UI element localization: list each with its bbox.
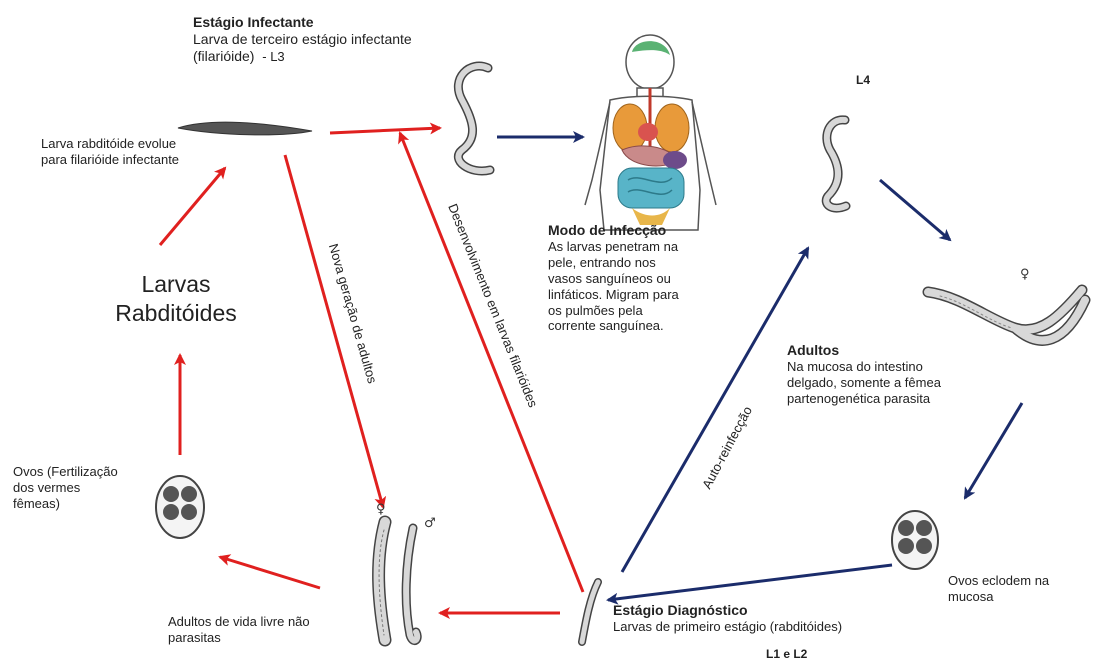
- rhabditoid-evolves-label: Larva rabditóide evolue para filarióide …: [41, 136, 179, 168]
- eggs-fertilization-line: dos vermes: [13, 480, 118, 496]
- diagnostic-stage-line1: Larvas de primeiro estágio (rabditóides): [613, 619, 842, 635]
- rhabditoid-larva-worm: [178, 122, 312, 135]
- arrow-rhabditoid-to-evolving: [160, 168, 225, 245]
- free-living-line2: parasitas: [168, 630, 310, 646]
- infection-mode-line: corrente sanguínea.: [548, 318, 679, 334]
- eggs-fertilization-line: fêmeas): [13, 496, 118, 512]
- eggs-hatch-line1: Ovos eclodem na: [948, 573, 1049, 589]
- adults-title: Adultos: [787, 342, 941, 359]
- arrow-free-living-to-eggs: [220, 557, 320, 588]
- eggs-hatch-label: Ovos eclodem na mucosa: [948, 573, 1049, 605]
- adults-line: delgado, somente a fêmea: [787, 375, 941, 391]
- egg-left: [156, 476, 204, 538]
- free-living-male-symbol: ♂: [424, 516, 436, 531]
- infection-mode-line: linfáticos. Migram para: [548, 287, 679, 303]
- larva-l4-worm: [826, 120, 846, 208]
- infective-stage-line1: Larva de terceiro estágio infectante: [193, 31, 412, 48]
- free-living-female-worm: [379, 522, 385, 640]
- rhabditoid-larvae-label: Larvas Rabditóides: [96, 270, 256, 328]
- adults-line: partenogenética parasita: [787, 391, 941, 407]
- arrow-eggs-to-diagnostic: [608, 565, 892, 600]
- diagnostic-larva-worm: [582, 582, 598, 642]
- arrow-rhabditoid-to-infective: [330, 128, 440, 133]
- free-living-line1: Adultos de vida livre não: [168, 614, 310, 630]
- rhabditoid-larvae-line2: Rabditóides: [96, 299, 256, 328]
- diagnostic-stage-tag: L1 e L2: [766, 647, 807, 661]
- infection-mode-label: Modo de Infecção As larvas penetram na p…: [548, 222, 679, 334]
- infection-mode-title: Modo de Infecção: [548, 222, 679, 239]
- infection-mode-line: pele, entrando nos: [548, 255, 679, 271]
- rhabditoid-evolves-line1: Larva rabditóide evolue: [41, 136, 179, 152]
- egg-right: [892, 511, 938, 569]
- infective-stage-line2: (filarióide): [193, 48, 254, 64]
- diagnostic-stage-label: Estágio Diagnóstico Larvas de primeiro e…: [613, 602, 842, 635]
- infective-stage-tag: - L3: [262, 49, 284, 64]
- infection-mode-line: vasos sanguíneos ou: [548, 271, 679, 287]
- infective-stage-label: Estágio Infectante Larva de terceiro est…: [193, 14, 412, 65]
- adult-female-worm: [928, 290, 1085, 340]
- free-living-male-worm: [406, 528, 417, 641]
- adults-label: Adultos Na mucosa do intestino delgado, …: [787, 342, 941, 407]
- adults-line: Na mucosa do intestino: [787, 359, 941, 375]
- infective-stage-title: Estágio Infectante: [193, 14, 412, 31]
- infection-mode-line: As larvas penetram na: [548, 239, 679, 255]
- rhabditoid-larvae-line1: Larvas: [96, 270, 256, 299]
- eggs-fertilization-label: Ovos (Fertilização dos vermes fêmeas): [13, 464, 118, 512]
- free-living-female-symbol: ♀: [376, 502, 386, 517]
- arrow-new-generation: [285, 155, 383, 507]
- human-body-illustration: [585, 35, 716, 230]
- arrow-adults-to-eggs: [965, 403, 1022, 498]
- arrow-l4-to-adults: [880, 180, 950, 240]
- diagnostic-stage-title: Estágio Diagnóstico: [613, 602, 842, 619]
- rhabditoid-evolves-line2: para filarióide infectante: [41, 152, 179, 168]
- free-living-label: Adultos de vida livre não parasitas: [168, 614, 310, 646]
- adult-female-symbol: ♀: [1020, 267, 1030, 282]
- l4-tag: L4: [856, 73, 870, 87]
- eggs-hatch-line2: mucosa: [948, 589, 1049, 605]
- infection-mode-line: os pulmões pela: [548, 303, 679, 319]
- eggs-fertilization-line: Ovos (Fertilização: [13, 464, 118, 480]
- infective-larva-l3-worm: [458, 66, 490, 171]
